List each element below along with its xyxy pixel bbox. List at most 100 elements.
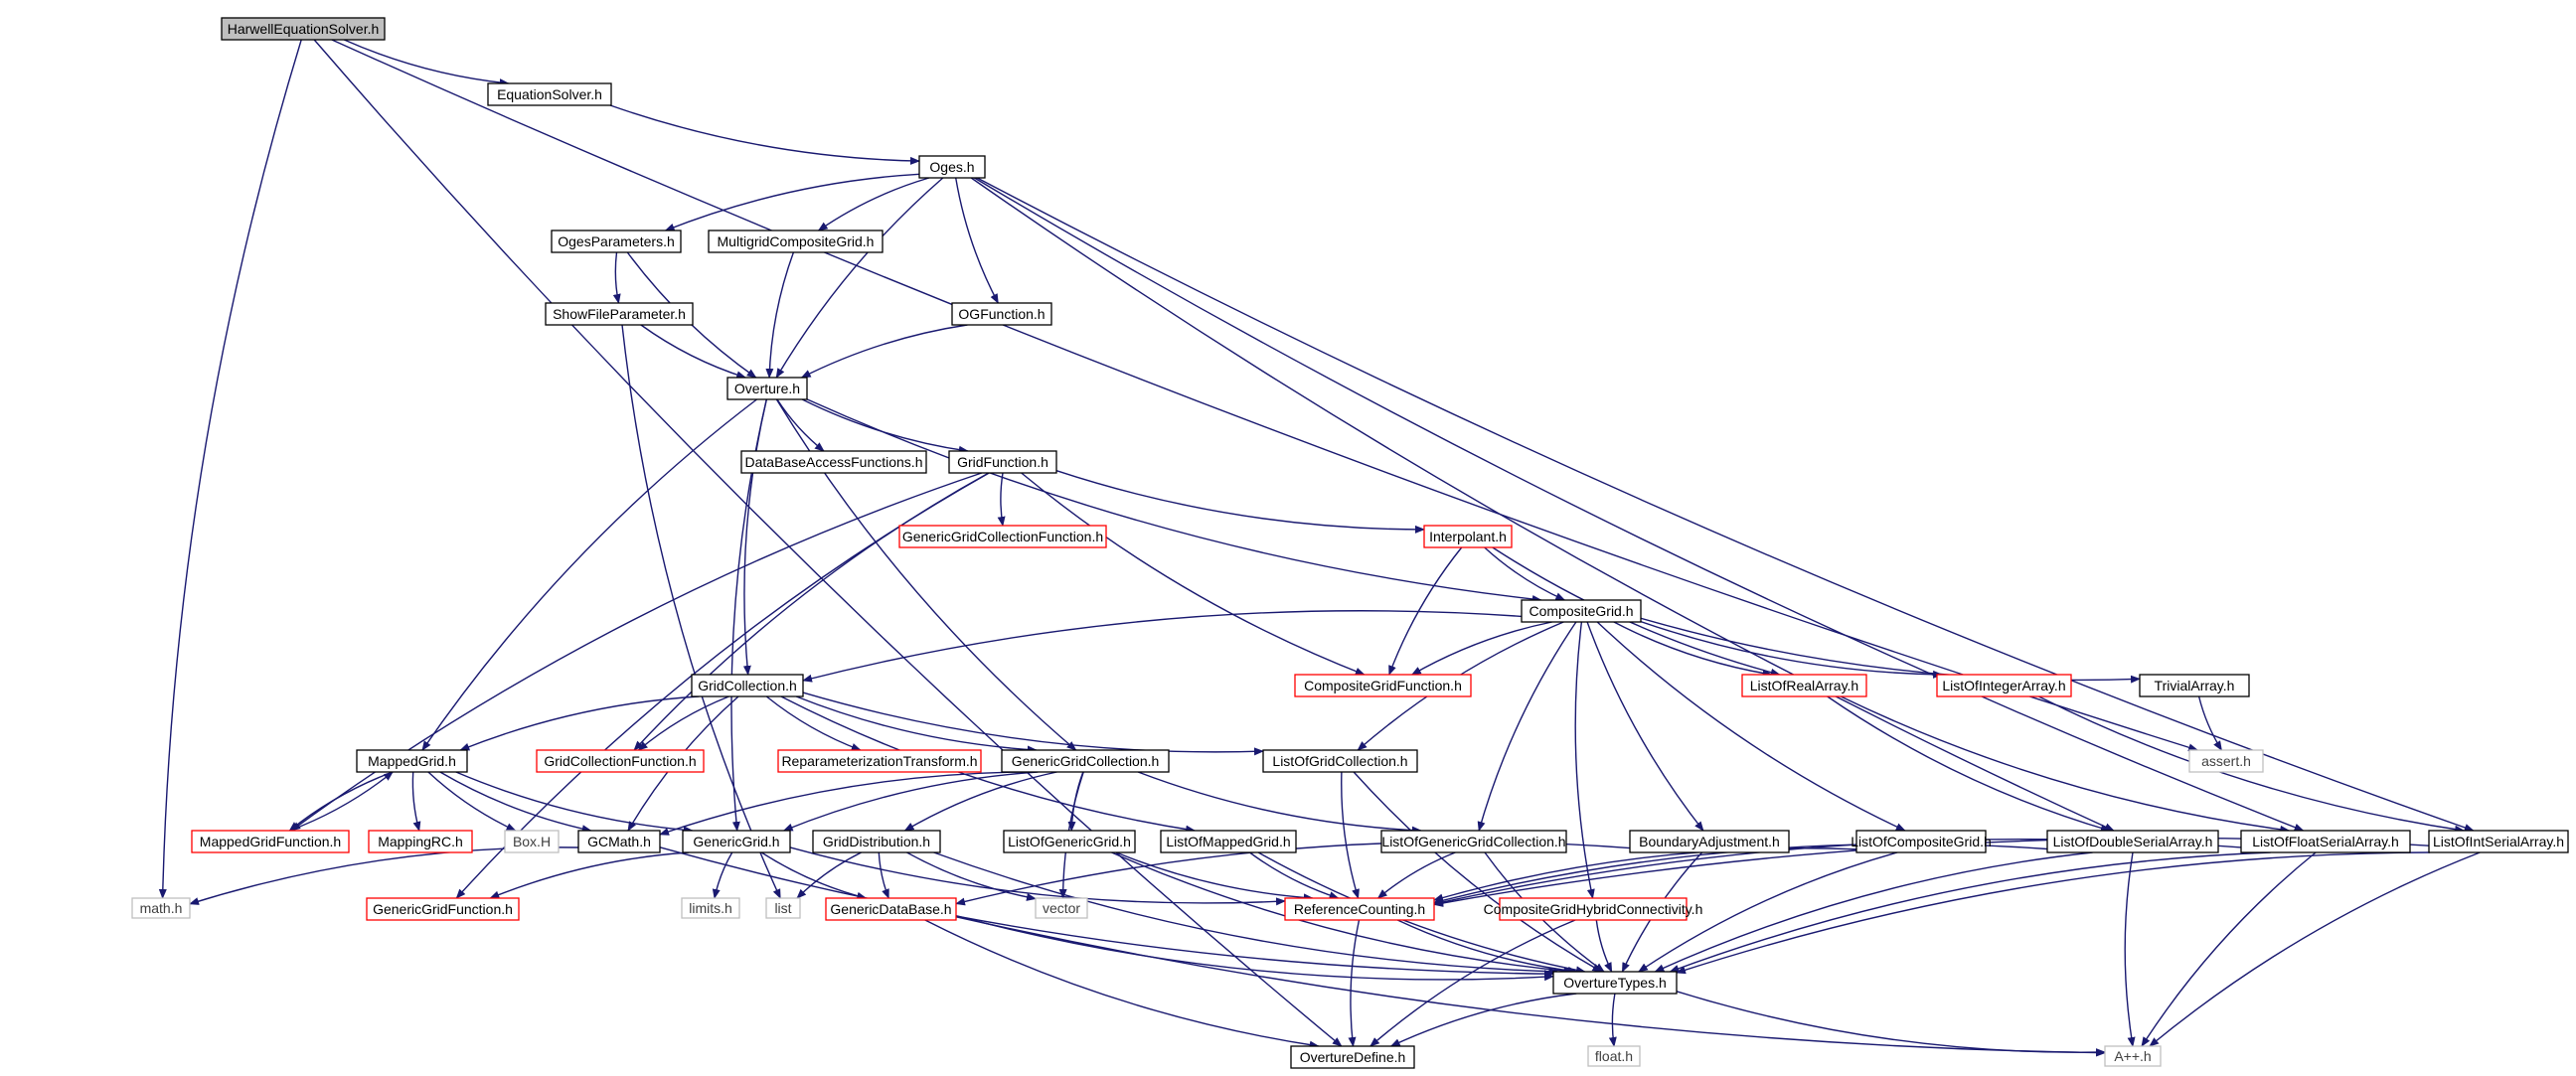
node-box [2428, 830, 2569, 853]
node-label: ListOfRealArray.h [1750, 678, 1858, 693]
node-interpolant[interactable]: Interpolant.h [1423, 525, 1513, 548]
edge-overture-to-gridcollection [742, 398, 767, 676]
node-eqsolver[interactable]: EquationSolver.h [487, 82, 612, 106]
node-trivialarray[interactable]: TrivialArray.h [2139, 674, 2250, 697]
node-harwell[interactable]: HarwellEquationSolver.h [221, 17, 386, 41]
node-overturedefine[interactable]: OvertureDefine.h [1290, 1045, 1415, 1069]
node-listofcg[interactable]: ListOfCompositeGrid.h [1851, 830, 1992, 853]
node-gridcollection[interactable]: GridCollection.h [691, 674, 804, 697]
node-label: GenericGridCollectionFunction.h [902, 529, 1103, 544]
edge-multigrid-to-overture [765, 251, 795, 379]
node-boundaryadj[interactable]: BoundaryAdjustment.h [1629, 830, 1790, 853]
edge-mappedgrid-to-mappedgridfunction [288, 771, 394, 832]
node-multigrid[interactable]: MultigridCompositeGrid.h [708, 230, 884, 253]
node-gridfunction[interactable]: GridFunction.h [948, 450, 1057, 474]
edge-genericgrid-to-limits [712, 851, 733, 899]
edge-oges-to-multigrid [817, 177, 930, 231]
node-label: ReferenceCounting.h [1294, 901, 1425, 917]
node-ggcfunction[interactable]: GenericGridCollectionFunction.h [898, 525, 1107, 548]
node-listofdouble[interactable]: ListOfDoubleSerialArray.h [2046, 830, 2219, 853]
edge-gdb-to-overturetypes [955, 915, 1554, 982]
edge-listofinteger-to-listofint [2038, 695, 2466, 834]
node-ogfunction[interactable]: OGFunction.h [951, 302, 1052, 326]
node-genericgrid[interactable]: GenericGrid.h [682, 830, 791, 853]
node-label: GCMath.h [587, 834, 651, 849]
node-label: OvertureDefine.h [1300, 1049, 1406, 1065]
edge-gridcollection-to-listofmappedgrid [780, 695, 1197, 834]
node-box [1294, 674, 1472, 697]
node-box [1284, 897, 1435, 921]
edge-oges-to-ogesparams [664, 173, 920, 231]
edge-gridcollection-to-reparam [765, 695, 862, 751]
edge-listofggc-to-refcount [1376, 851, 1456, 899]
node-cghybrid[interactable]: CompositeGridHybridConnectivity.h [1484, 897, 1703, 921]
edge-overturetypes-to-floath [1608, 993, 1617, 1047]
node-listofgc[interactable]: ListOfGridCollection.h [1262, 749, 1418, 773]
node-gcmath[interactable]: GCMath.h [577, 830, 661, 853]
edge-gridcollection-to-ggcollection [795, 695, 1038, 754]
node-label: HarwellEquationSolver.h [228, 21, 380, 37]
node-box [536, 749, 705, 773]
node-oges[interactable]: Oges.h [918, 155, 986, 179]
edge-griddist-to-vector [906, 851, 1037, 901]
node-showfile[interactable]: ShowFileParameter.h [545, 302, 694, 326]
node-listoffloat[interactable]: ListOfFloatSerialArray.h [2240, 830, 2411, 853]
edge-refcount-to-overturedefine [1348, 919, 1361, 1047]
node-listofmappedgrid[interactable]: ListOfMappedGrid.h [1160, 830, 1297, 853]
edge-oges-to-listoffloat [974, 177, 2305, 832]
node-box [1521, 599, 1642, 623]
edge-listofdouble-to-appph [2124, 851, 2136, 1047]
node-ggcollection[interactable]: GenericGridCollection.h [1001, 749, 1170, 773]
node-label: ListOfMappedGrid.h [1166, 834, 1290, 849]
node-overture[interactable]: Overture.h [726, 377, 808, 400]
node-mappedgrid[interactable]: MappedGrid.h [356, 749, 468, 773]
node-label: CompositeGridHybridConnectivity.h [1484, 901, 1703, 917]
node-box [2240, 830, 2411, 853]
node-label: Box.H [513, 834, 551, 849]
node-mappingrc[interactable]: MappingRC.h [368, 830, 473, 853]
node-label: MappedGridFunction.h [200, 834, 341, 849]
node-genericgridfunction[interactable]: GenericGridFunction.h [366, 897, 520, 921]
node-gdb[interactable]: GenericDataBase.h [825, 897, 957, 921]
node-gcfunction[interactable]: GridCollectionFunction.h [536, 749, 705, 773]
node-listofgenericgrid[interactable]: ListOfGenericGrid.h [1003, 830, 1136, 853]
node-ogesparams[interactable]: OgesParameters.h [551, 230, 682, 253]
edge-mappedgrid-to-boxh [427, 771, 517, 832]
node-dbaccess[interactable]: DataBaseAccessFunctions.h [740, 450, 927, 474]
node-reparam[interactable]: ReparameterizationTransform.h [777, 749, 982, 773]
node-box [1552, 971, 1678, 995]
node-box [545, 302, 694, 326]
edge-showfile-to-overture [640, 324, 747, 380]
node-mappedgridfunction[interactable]: MappedGridFunction.h [191, 830, 350, 853]
edge-listofgenericgrid-to-overturetypes [1111, 851, 1574, 976]
node-box [682, 830, 791, 853]
edge-gridcollection-to-gcfunction [637, 695, 729, 751]
node-box [1035, 897, 1088, 919]
edge-trivialarray-to-assert [2197, 695, 2222, 751]
node-griddist[interactable]: GridDistribution.h [812, 830, 941, 853]
node-box [2188, 749, 2264, 773]
node-listofreal[interactable]: ListOfRealArray.h [1741, 674, 1867, 697]
edge-compositegrid-to-listofcg [1596, 621, 1906, 832]
node-listofinteger[interactable]: ListOfIntegerArray.h [1936, 674, 2072, 697]
node-label: OgesParameters.h [558, 233, 675, 249]
edge-ogfunction-to-overture [800, 324, 968, 379]
node-listofggc[interactable]: ListOfGenericGridCollection.h [1380, 830, 1567, 853]
node-cgfunction[interactable]: CompositeGridFunction.h [1294, 674, 1472, 697]
node-box [1741, 674, 1867, 697]
node-overturetypes[interactable]: OvertureTypes.h [1552, 971, 1678, 995]
edge-refcount-to-overturetypes [1396, 919, 1578, 975]
edge-compositegrid-to-cgfunction [1410, 621, 1552, 676]
node-label: ListOfCompositeGrid.h [1851, 834, 1992, 849]
edge-listofmappedgrid-to-refcount [1248, 851, 1340, 899]
node-box [951, 302, 1052, 326]
edge-ggcollection-to-griddist [903, 771, 1057, 832]
node-refcount[interactable]: ReferenceCounting.h [1284, 897, 1435, 921]
node-label: ListOfIntSerialArray.h [2433, 834, 2564, 849]
node-listofint[interactable]: ListOfIntSerialArray.h [2428, 830, 2569, 853]
edge-genericgrid-to-refcount [789, 846, 1286, 906]
node-mathh: math.h [131, 897, 191, 919]
edge-gridcollection-to-listofgc [802, 692, 1264, 756]
edge-oges-to-listofint [976, 177, 2475, 832]
node-compositegrid[interactable]: CompositeGrid.h [1521, 599, 1642, 623]
